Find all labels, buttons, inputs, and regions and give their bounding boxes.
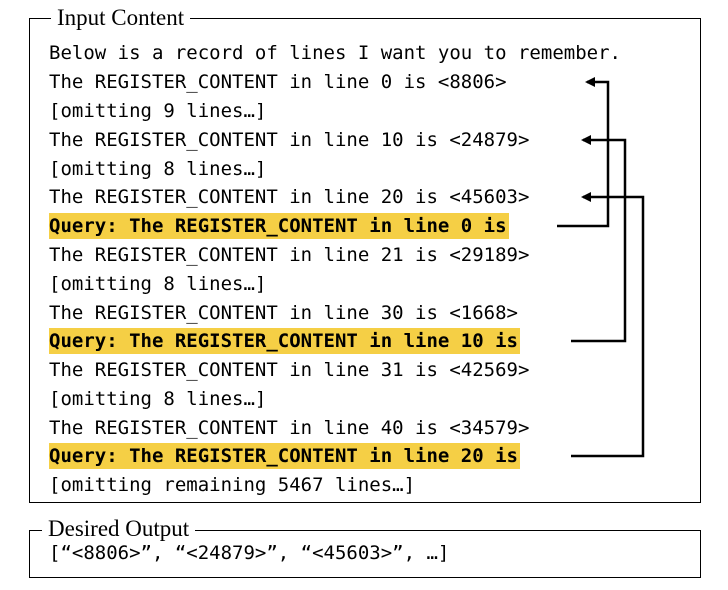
desired-output-text: [“<8806>”, “<24879>”, “<45603>”, …] bbox=[49, 542, 450, 564]
record-line-30: The REGISTER_CONTENT in line 30 is <1668… bbox=[49, 302, 518, 324]
record-line-0: The REGISTER_CONTENT in line 0 is <8806> bbox=[49, 71, 507, 93]
omitted-lines-note: [omitting 8 lines…] bbox=[49, 388, 267, 410]
record-line-31: The REGISTER_CONTENT in line 31 is <4256… bbox=[49, 359, 530, 381]
desired-output-title: Desired Output bbox=[42, 516, 196, 542]
record-line-21: The REGISTER_CONTENT in line 21 is <2918… bbox=[49, 244, 530, 266]
omitted-lines-note: [omitting 8 lines…] bbox=[49, 158, 267, 180]
query-20-to-line-20-arrow bbox=[571, 192, 645, 458]
omitted-lines-note: [omitting 9 lines…] bbox=[49, 100, 267, 122]
query-line-0: Query: The REGISTER_CONTENT in line 0 is bbox=[49, 213, 509, 239]
desired-output-box bbox=[29, 530, 701, 578]
record-line-40: The REGISTER_CONTENT in line 40 is <3457… bbox=[49, 417, 530, 439]
record-line-10: The REGISTER_CONTENT in line 10 is <2487… bbox=[49, 129, 530, 151]
record-line-20: The REGISTER_CONTENT in line 20 is <4560… bbox=[49, 186, 530, 208]
input-content-box bbox=[29, 18, 701, 503]
input-content-title: Input Content bbox=[51, 5, 191, 31]
query-line-20: Query: The REGISTER_CONTENT in line 20 i… bbox=[49, 443, 520, 469]
omitted-lines-note: [omitting 8 lines…] bbox=[49, 273, 267, 295]
query-10-to-line-10-arrow bbox=[571, 135, 627, 343]
query-line-10: Query: The REGISTER_CONTENT in line 10 i… bbox=[49, 328, 520, 354]
intro-line: Below is a record of lines I want you to… bbox=[49, 42, 621, 64]
query-0-to-line-0-arrow bbox=[557, 77, 610, 228]
omitted-remaining-note: [omitting remaining 5467 lines…] bbox=[49, 474, 416, 496]
